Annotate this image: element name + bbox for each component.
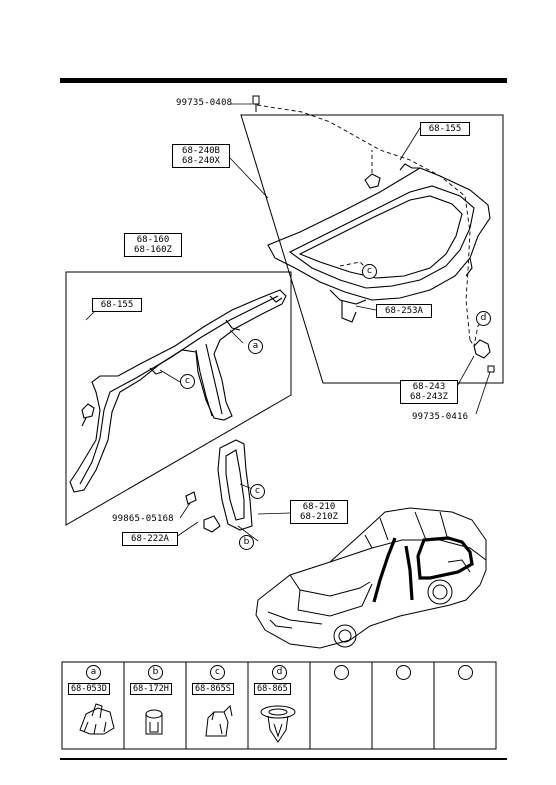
b-pillar-trim-part-1: 68-160 bbox=[136, 235, 170, 245]
bolt-center-callout: 99865-05168 bbox=[112, 514, 174, 524]
clip-a-icon bbox=[79, 703, 115, 735]
bracket-lower-part-1: 68-243 bbox=[412, 382, 446, 392]
legend-c-letter: c bbox=[210, 665, 225, 680]
legend-a-part: 68-053D bbox=[68, 683, 110, 695]
upper-panel-outline bbox=[240, 114, 504, 384]
c-pillar-trim-part-2: 68-210Z bbox=[300, 512, 338, 522]
fastener-left-callout: 68-155 bbox=[92, 298, 142, 312]
footer-rule bbox=[60, 758, 507, 760]
fastener-upper-callout: 68-155 bbox=[420, 122, 470, 136]
b-pillar-trim-drawing bbox=[69, 289, 287, 493]
bracket-lower-callout: 68-243 68-243Z bbox=[400, 380, 458, 404]
legend-d-part: 68-865 bbox=[254, 683, 291, 695]
car-highlighted-trim bbox=[372, 536, 474, 603]
roof-side-rail-part-2: 68-240X bbox=[182, 156, 220, 166]
bolt-top-drawing bbox=[252, 95, 260, 112]
car-illustration bbox=[255, 507, 487, 649]
legend-c-part: 68-865S bbox=[192, 683, 234, 695]
legend-b-letter: b bbox=[148, 665, 163, 680]
clip-d-icon bbox=[260, 705, 296, 743]
legend-empty-1-letter bbox=[334, 665, 349, 680]
bolt-lower-callout: 99735-0416 bbox=[412, 412, 469, 422]
clip-c-marker-upper: c bbox=[362, 264, 377, 279]
roof-side-rail-drawing bbox=[267, 163, 491, 359]
bracket-center-callout: 68-222A bbox=[122, 532, 178, 546]
legend-d-letter: d bbox=[272, 665, 287, 680]
clip-c-icon bbox=[205, 704, 233, 737]
clip-b-icon bbox=[145, 709, 163, 735]
clip-d-marker: d bbox=[476, 311, 491, 326]
bolt-lower-drawing bbox=[487, 365, 495, 373]
clip-c-marker-center: c bbox=[250, 484, 265, 499]
legend-table bbox=[61, 661, 497, 750]
legend-a-letter: a bbox=[86, 665, 101, 680]
clip-b-marker: b bbox=[239, 535, 254, 550]
c-pillar-trim-part-1: 68-210 bbox=[302, 502, 336, 512]
legend-empty-2-letter bbox=[396, 665, 411, 680]
bracket-upper-callout: 68-253A bbox=[376, 304, 432, 318]
bracket-lower-part-2: 68-243Z bbox=[410, 392, 448, 402]
clip-a-marker: a bbox=[248, 339, 263, 354]
clip-c-marker-left: c bbox=[180, 374, 195, 389]
b-pillar-trim-callout: 68-160 68-160Z bbox=[124, 233, 182, 257]
c-pillar-trim-callout: 68-210 68-210Z bbox=[290, 500, 348, 524]
leader-lines-solid bbox=[85, 103, 491, 542]
left-panel-outline bbox=[65, 271, 292, 526]
legend-b-part: 68-172H bbox=[130, 683, 172, 695]
legend-empty-3-letter bbox=[458, 665, 473, 680]
roof-side-rail-part-1: 68-240B bbox=[182, 146, 220, 156]
roof-side-rail-callout: 68-240B 68-240X bbox=[172, 144, 230, 168]
b-pillar-trim-part-2: 68-160Z bbox=[134, 245, 172, 255]
header-rule bbox=[60, 78, 507, 83]
bolt-top-callout: 99735-0408 bbox=[176, 98, 233, 108]
c-pillar-trim-drawing bbox=[185, 439, 253, 533]
